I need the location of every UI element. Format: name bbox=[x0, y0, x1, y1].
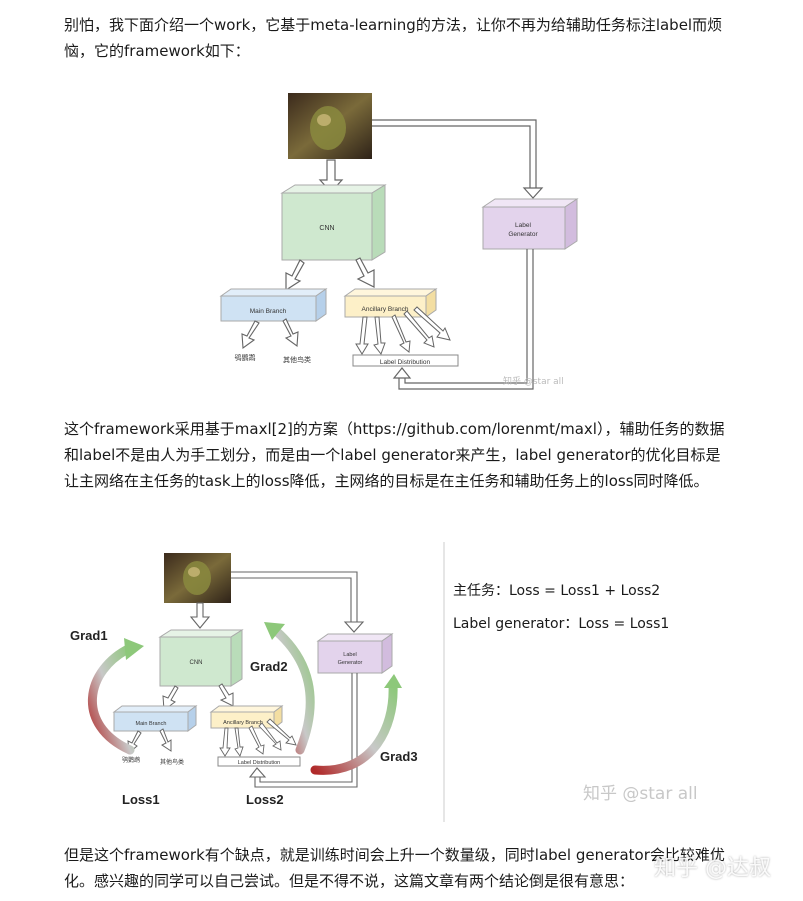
label-generator-label-2: Generator bbox=[508, 231, 538, 238]
label-distribution-label-2: Label Distribution bbox=[238, 760, 281, 766]
equation-label-generator: Label generator：Loss = Loss1 bbox=[453, 616, 670, 632]
figure2-watermark: 知乎 @star all bbox=[583, 784, 698, 804]
label-distribution-box-2 bbox=[217, 756, 301, 767]
grad1-label: Grad1 bbox=[70, 628, 108, 643]
figure1-watermark: 知乎 @star all bbox=[503, 375, 564, 387]
arrows2-ancillary-distribution bbox=[219, 718, 297, 757]
arrows2-cnn-branches bbox=[162, 683, 234, 711]
class-a-label-2: 鸮鹦鹉 bbox=[122, 756, 140, 764]
main-branch-label: Main Branch bbox=[250, 308, 287, 315]
owl-photo bbox=[288, 93, 372, 159]
arrows-ancillary-distribution bbox=[355, 306, 451, 356]
cnn-label-2: CNN bbox=[190, 660, 203, 666]
label-distribution-label: Label Distribution bbox=[380, 359, 431, 366]
owl-photo-2 bbox=[164, 553, 231, 603]
ancillary-branch-label: Ancillary Branch bbox=[362, 306, 409, 313]
arrows-main-classes bbox=[241, 318, 299, 350]
cnn-label: CNN bbox=[319, 225, 334, 232]
label-generator-label-2a: Label bbox=[343, 652, 356, 658]
label-generator-block-2 bbox=[316, 633, 394, 674]
paragraph-method: 这个framework采用基于maxl[2]的方案（https://github… bbox=[64, 416, 734, 494]
grad1-arrow bbox=[87, 638, 144, 755]
main-branch-block bbox=[219, 288, 328, 322]
label-generator-label-2b: Generator bbox=[338, 660, 363, 666]
grad2-arrow bbox=[264, 622, 315, 755]
label-generator-label-1: Label bbox=[515, 222, 531, 229]
connector2-photo-generator bbox=[231, 571, 365, 633]
connector2-generator-distribution bbox=[248, 673, 358, 788]
paragraph-method-text-2: ），辅助任务的数据和label不是由人为手工划分，而是由一个label gene… bbox=[64, 420, 725, 490]
class-b-label: 其他鸟类 bbox=[283, 355, 311, 364]
loss1-label: Loss1 bbox=[122, 792, 160, 807]
arrow2-photo-cnn bbox=[189, 602, 211, 629]
class-b-label-2: 其他鸟类 bbox=[160, 758, 184, 766]
connector-generator-distribution bbox=[392, 249, 534, 390]
ancillary-branch-label-2: Ancillary Branch bbox=[223, 720, 263, 726]
main-branch-block-2 bbox=[112, 705, 198, 732]
maxl-repo-link[interactable]: https://github.com/lorenmt/maxl bbox=[352, 420, 597, 438]
loss2-label: Loss2 bbox=[246, 792, 284, 807]
connector-photo-generator bbox=[372, 119, 544, 199]
paragraph-method-text-1: 这个framework采用基于maxl[2]的方案（ bbox=[64, 420, 353, 438]
label-distribution-box bbox=[352, 354, 459, 367]
page-watermark: 知乎 @达叔 bbox=[654, 856, 771, 881]
paragraph-drawback: 但是这个framework有个缺点，就是训练时间会上升一个数量级，同时label… bbox=[64, 846, 725, 890]
arrows-cnn-branches bbox=[285, 257, 375, 292]
equation-main-task: 主任务：Loss = Loss1 + Loss2 bbox=[453, 583, 661, 599]
ancillary-branch-block-2 bbox=[209, 705, 284, 729]
main-branch-label-2: Main Branch bbox=[136, 721, 167, 727]
paragraph-intro: 别怕，我下面介绍一个work，它基于meta-learning的方法，让你不再为… bbox=[64, 16, 723, 60]
grad3-label: Grad3 bbox=[380, 749, 418, 764]
cnn-block bbox=[280, 184, 387, 261]
grad2-label: Grad2 bbox=[250, 659, 288, 674]
label-generator-block bbox=[481, 198, 579, 250]
cnn-block-2 bbox=[158, 629, 244, 687]
class-a-label: 鸮鹦鹉 bbox=[235, 353, 256, 362]
grad3-arrow bbox=[310, 674, 402, 775]
